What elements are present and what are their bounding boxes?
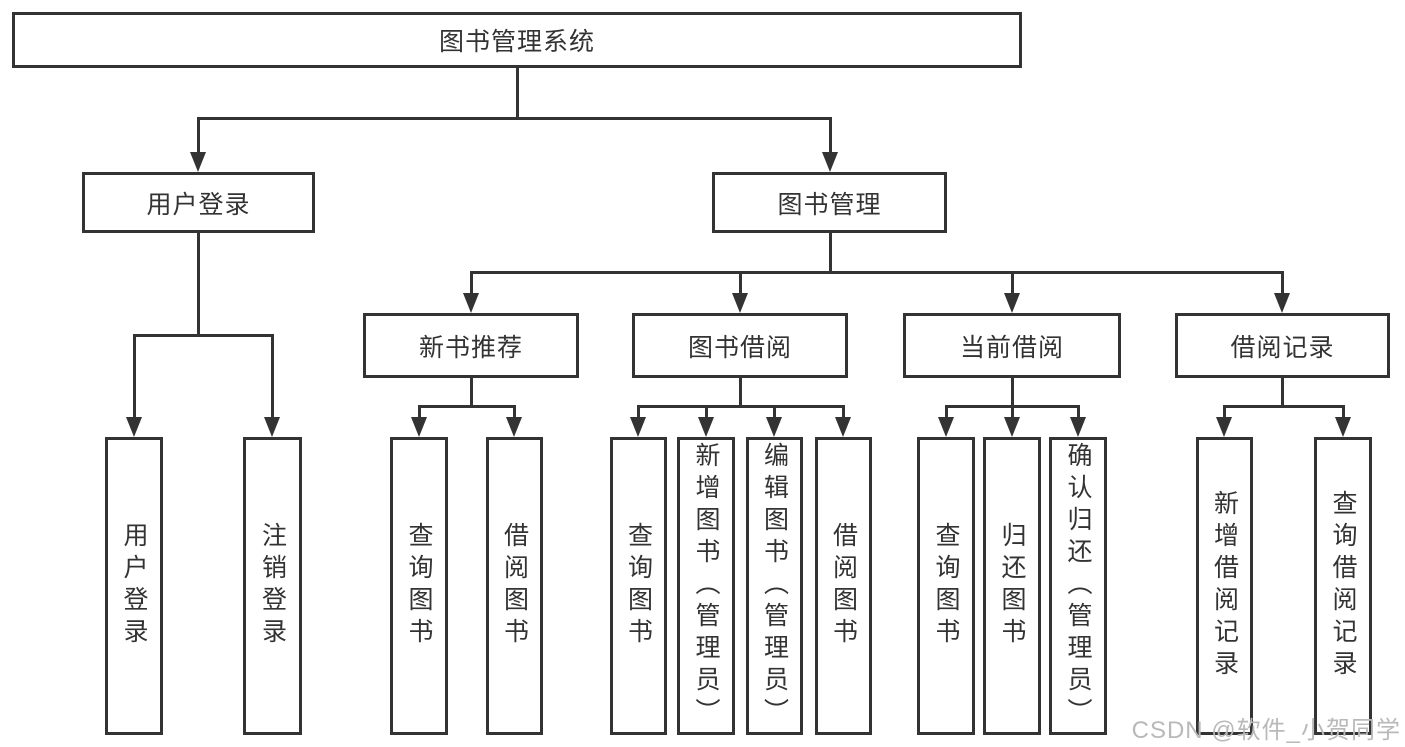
node-book-borrowing: 图书借阅 [632,313,848,378]
connector-arrow-shaft [637,406,640,421]
leaf-query-books-borrowing: 查询图书 [610,437,667,735]
node-new-book-recommend: 新书推荐 [363,313,579,378]
leaf-borrow-books-recommend: 借阅图书 [486,437,543,735]
connector-arrow-shaft [829,118,832,156]
connector-line-vertical [739,378,742,406]
connector-arrowhead-down [1004,417,1020,437]
connector-arrow-shaft [739,272,742,297]
connector-arrowhead-down [126,417,142,437]
connector-arrowhead-down [463,293,479,313]
connector-arrowhead-down [190,152,206,172]
leaf-return-books: 归还图书 [983,437,1041,735]
connector-arrow-shaft [1011,406,1014,421]
leaf-label: 借阅图书 [829,522,858,650]
leaf-label: 借阅图书 [500,522,529,650]
connector-line-vertical [829,233,832,272]
leaf-label: 查询图书 [624,522,653,650]
connector-arrowhead-down [938,417,954,437]
connector-arrow-shaft [1011,272,1014,297]
connector-arrow-shaft [133,335,136,421]
connector-line-horizontal [1223,405,1345,408]
leaf-query-borrow-record: 查询借阅记录 [1314,437,1372,735]
connector-line-horizontal [418,405,516,408]
leaf-label: 编辑图书（管理员） [760,442,789,730]
leaf-label: 新增借阅记录 [1210,490,1239,682]
connector-arrowhead-down [835,417,851,437]
leaf-logout: 注销登录 [243,437,302,735]
connector-line-horizontal [133,334,274,337]
node-library-management-system: 图书管理系统 [12,12,1022,68]
connector-arrow-shaft [470,272,473,297]
connector-arrowhead-down [822,152,838,172]
leaf-label: 用户登录 [120,522,148,650]
connector-arrowhead-down [1004,293,1020,313]
connector-arrow-shaft [773,406,776,421]
connector-arrowhead-down [732,293,748,313]
connector-line-vertical [1281,378,1284,406]
leaf-add-books-admin: 新增图书（管理员） [677,437,735,735]
connector-line-vertical [470,378,473,406]
connector-arrow-shaft [945,406,948,421]
connector-arrow-shaft [513,406,516,421]
connector-arrowhead-down [1070,417,1086,437]
connector-arrow-shaft [705,406,708,421]
node-book-management: 图书管理 [712,172,947,233]
leaf-user-login: 用户登录 [105,437,163,735]
connector-arrowhead-down [1274,293,1290,313]
connector-line-horizontal [470,271,1284,274]
leaf-label: 注销登录 [258,522,287,650]
connector-arrowhead-down [698,417,714,437]
connector-arrow-shaft [271,335,274,421]
connector-arrow-shaft [1281,272,1284,297]
leaf-label: 新增图书（管理员） [692,442,720,730]
connector-arrowhead-down [766,417,782,437]
node-user-login: 用户登录 [82,172,315,233]
leaf-label: 查询借阅记录 [1329,490,1357,682]
connector-arrowhead-down [411,417,427,437]
leaf-query-books-recommend: 查询图书 [390,437,448,735]
connector-arrowhead-down [506,417,522,437]
connector-arrowhead-down [630,417,646,437]
connector-arrowhead-down [1216,417,1232,437]
leaf-label: 查询图书 [405,522,433,650]
leaf-label: 归还图书 [998,522,1026,650]
connector-arrow-shaft [1342,406,1345,421]
leaf-label: 确认归还（管理员） [1064,442,1092,730]
connector-line-horizontal [197,117,832,120]
connector-arrowhead-down [264,417,280,437]
node-current-borrowing: 当前借阅 [903,313,1121,378]
leaf-borrow-books: 借阅图书 [815,437,872,735]
connector-line-horizontal [637,405,845,408]
leaf-label: 查询图书 [932,522,960,650]
leaf-confirm-return-admin: 确认归还（管理员） [1049,437,1107,735]
connector-arrow-shaft [1223,406,1226,421]
connector-line-vertical [1011,378,1014,406]
connector-arrow-shaft [842,406,845,421]
connector-line-vertical [516,68,519,118]
connector-arrowhead-down [1335,417,1351,437]
connector-arrow-shaft [1077,406,1080,421]
leaf-edit-books-admin: 编辑图书（管理员） [746,437,803,735]
connector-line-vertical [197,233,200,335]
leaf-add-borrow-record: 新增借阅记录 [1196,437,1253,735]
connector-arrow-shaft [197,118,200,156]
connector-arrow-shaft [418,406,421,421]
node-borrowing-records: 借阅记录 [1175,313,1390,378]
leaf-query-books-current: 查询图书 [917,437,975,735]
